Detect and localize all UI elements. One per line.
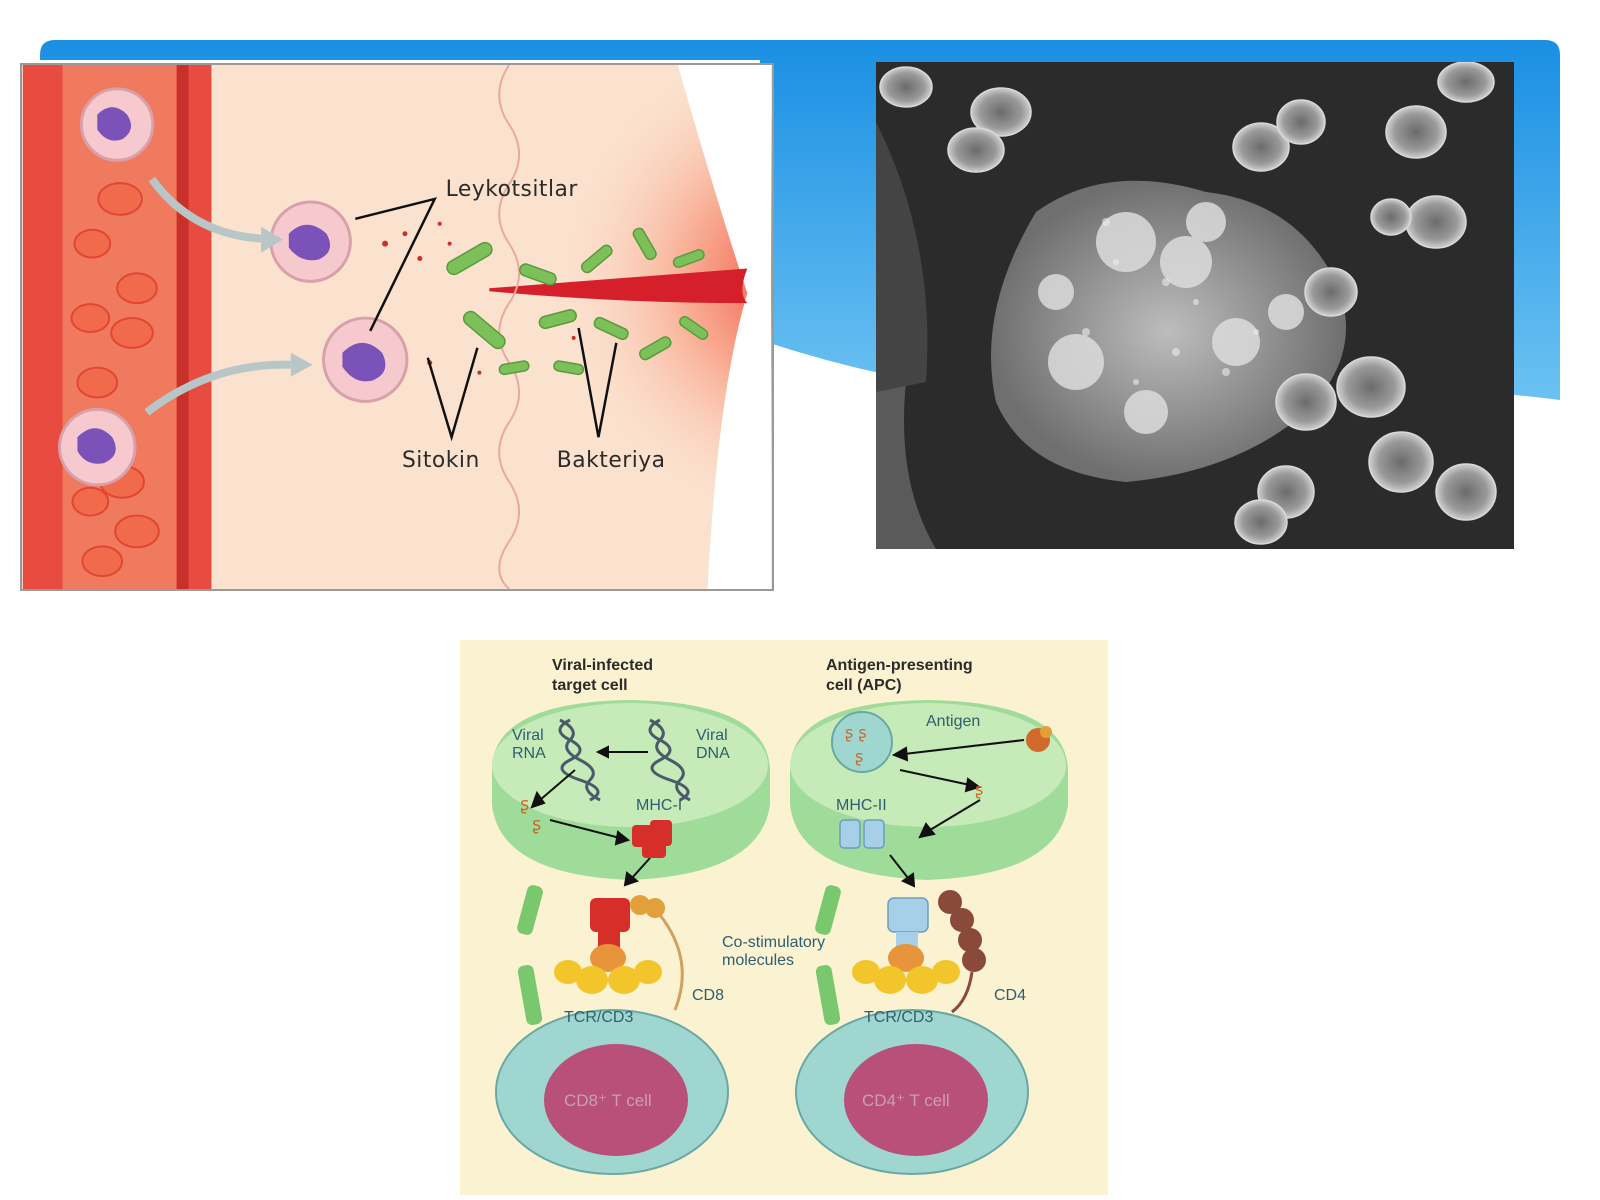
tcell-activation-diagram: Viral-infected target cell Antigen-prese…: [460, 640, 1108, 1195]
cd4-label: CD4: [994, 987, 1026, 1004]
bacteria-label: Bakteriya: [557, 448, 666, 473]
cd4-t-cell: [795, 1009, 1029, 1175]
red-blood-cells-micrograph: [879, 62, 1497, 545]
inflamed-area: [409, 74, 772, 532]
red-blood-cells: [70, 182, 160, 578]
inflammation-diagram: Leykotsitlar Sitokin Bakteriya: [20, 63, 774, 591]
mhc2-label: MHC-II: [836, 797, 887, 814]
left-tcr-complex: [554, 895, 684, 1011]
skin-edge: [677, 65, 772, 589]
micrograph-image: [876, 62, 1514, 549]
svg-text:ʂ: ʂ: [855, 747, 863, 766]
viral-rna-helix: [558, 718, 601, 802]
left-cell-header-line1: Viral-infected: [552, 657, 653, 674]
tcr-cd3-left-label: TCR/CD3: [564, 1009, 633, 1026]
cytokine-label: Sitokin: [402, 448, 480, 473]
cd8-t-cell-label: CD8⁺ T cell: [564, 1091, 652, 1110]
endosome: [831, 711, 893, 773]
bacteria: [446, 227, 709, 376]
mhc1-molecule: [632, 820, 672, 858]
left-cell-header-line2: target cell: [552, 677, 628, 694]
costim-label-2: molecules: [722, 952, 794, 969]
svg-text:ʂ ʂ: ʂ ʂ: [845, 723, 867, 742]
viral-dna-label-2: DNA: [696, 745, 730, 762]
viral-rna-label-1: Viral: [512, 727, 544, 744]
viral-rna-label-2: RNA: [512, 745, 546, 762]
leukocytes-label: Leykotsitlar: [446, 177, 578, 202]
antigen-particle: [1026, 726, 1052, 752]
wound-cut: [489, 268, 748, 304]
migration-arrow-1: [148, 176, 262, 243]
mhc2-molecule: [839, 819, 885, 849]
protein-fragment-left: ʂ: [520, 794, 529, 815]
right-tcr-complex: [852, 890, 986, 1014]
cd8-t-cell: [495, 1009, 729, 1175]
tcell-illustration: Viral-infected target cell Antigen-prese…: [460, 640, 1108, 1195]
label-pointer-lines: [355, 197, 618, 442]
inflammation-illustration: Leykotsitlar Sitokin Bakteriya: [22, 65, 772, 589]
electron-micrograph: [876, 62, 1514, 549]
migration-arrow-2: [144, 360, 291, 416]
tissue-membrane: [498, 65, 520, 589]
adhesion-rods: [517, 885, 841, 1025]
cd8-label: CD8: [692, 987, 724, 1004]
svg-text:ʂ: ʂ: [975, 780, 983, 799]
right-cell-header-line1: Antigen-presenting: [826, 657, 973, 674]
viral-dna-label-1: Viral: [696, 727, 728, 744]
svg-text:ʂ: ʂ: [532, 814, 541, 835]
apc-arrows: [889, 739, 1025, 888]
tcr-cd3-right-label: TCR/CD3: [864, 1009, 933, 1026]
leukocyte-cells: [58, 87, 409, 487]
antigen-label: Antigen: [926, 713, 980, 730]
macrophage: [991, 180, 1346, 482]
mhc1-label: MHC-I: [636, 797, 682, 814]
left-cell-arrows: [530, 745, 651, 887]
costim-label-1: Co-stimulatory: [722, 934, 825, 951]
right-cell-header-line2: cell (APC): [826, 677, 902, 694]
cd4-t-cell-label: CD4⁺ T cell: [862, 1091, 950, 1110]
viral-dna-helix: [648, 718, 691, 802]
